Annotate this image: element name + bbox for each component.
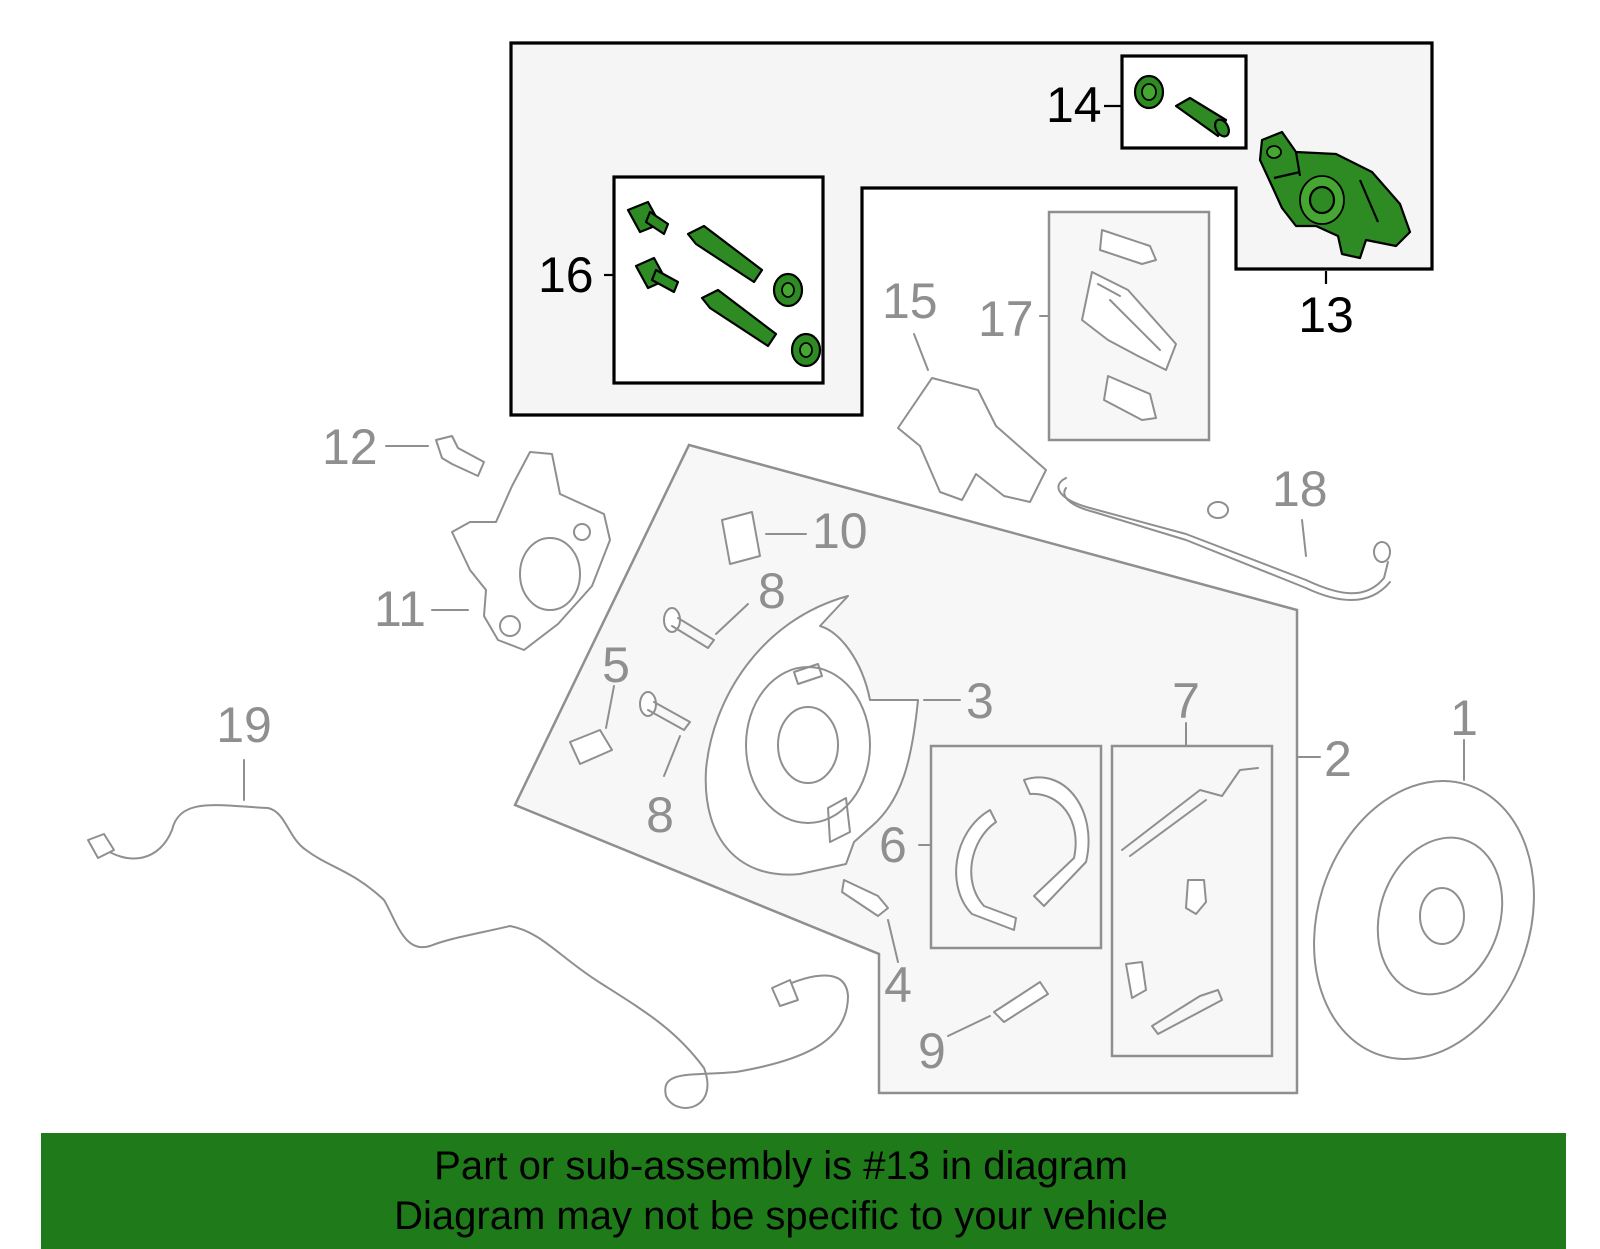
label-5: 5 xyxy=(602,637,630,693)
label-7: 7 xyxy=(1172,673,1200,729)
brake-caliper-13 xyxy=(1258,130,1412,260)
label-17: 17 xyxy=(978,291,1034,347)
label-4: 4 xyxy=(884,957,912,1013)
label-6: 6 xyxy=(879,817,907,873)
guide-pin-kit-16 xyxy=(626,200,822,368)
label-11: 11 xyxy=(374,581,426,637)
caliper-bracket-15 xyxy=(897,377,1047,503)
label-14: 14 xyxy=(1046,77,1102,133)
parking-brake-shoes-6 xyxy=(955,776,1090,931)
banner-line-2: Diagram may not be specific to your vehi… xyxy=(394,1194,1168,1238)
hold-down-pin-8a xyxy=(663,607,715,649)
dust-shield-3 xyxy=(704,595,919,876)
label-9: 9 xyxy=(918,1023,946,1079)
bolt-12 xyxy=(435,435,485,477)
sensor-9 xyxy=(993,981,1049,1023)
knuckle-11 xyxy=(451,451,611,651)
brake-rotor-1 xyxy=(1313,780,1535,1060)
bolt-4 xyxy=(841,879,889,917)
label-19: 19 xyxy=(216,697,272,753)
clip-10 xyxy=(721,511,761,565)
label-2: 2 xyxy=(1324,731,1352,787)
wheel-speed-sensor-19 xyxy=(87,804,849,1109)
label-10: 10 xyxy=(812,503,868,559)
label-12: 12 xyxy=(322,419,378,475)
label-13: 13 xyxy=(1298,287,1354,343)
bleeder-kit-14 xyxy=(1133,74,1230,138)
label-15: 15 xyxy=(882,273,938,329)
label-18: 18 xyxy=(1272,461,1328,517)
label-8a: 8 xyxy=(758,563,786,619)
hold-down-pin-8b xyxy=(639,691,691,731)
label-8b: 8 xyxy=(646,787,674,843)
brake-hose-18 xyxy=(1057,477,1391,601)
brake-pads-17 xyxy=(1081,229,1177,421)
block-5 xyxy=(569,729,613,765)
parking-shoe-box xyxy=(929,744,1103,950)
banner-line-1: Part or sub-assembly is #13 in diagram xyxy=(434,1144,1128,1188)
label-1: 1 xyxy=(1450,690,1478,746)
label-3: 3 xyxy=(966,673,994,729)
hardware-7 xyxy=(1121,767,1259,1035)
label-16: 16 xyxy=(538,247,594,303)
info-banner: Part or sub-assembly is #13 in diagram D… xyxy=(41,1133,1566,1249)
